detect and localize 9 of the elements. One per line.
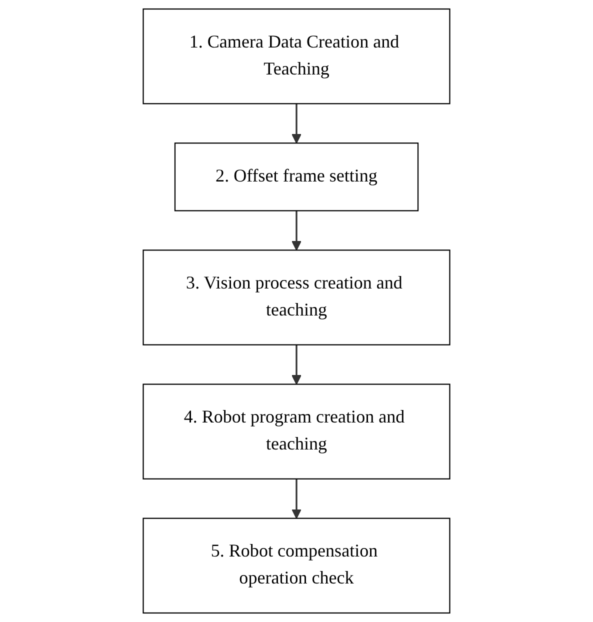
node-box: 5. Robot compensation operation check [142, 518, 450, 614]
node-box: 3. Vision process creation and teaching [142, 250, 450, 346]
node-box: 4. Robot program creation and teaching [142, 384, 450, 480]
node-box: 2. Offset frame setting [174, 142, 419, 212]
arrow [292, 344, 302, 385]
node-box: 1. Camera Data Creation and Teaching [142, 8, 450, 104]
arrow [292, 104, 302, 144]
arrow [292, 478, 302, 519]
arrow [292, 210, 302, 251]
